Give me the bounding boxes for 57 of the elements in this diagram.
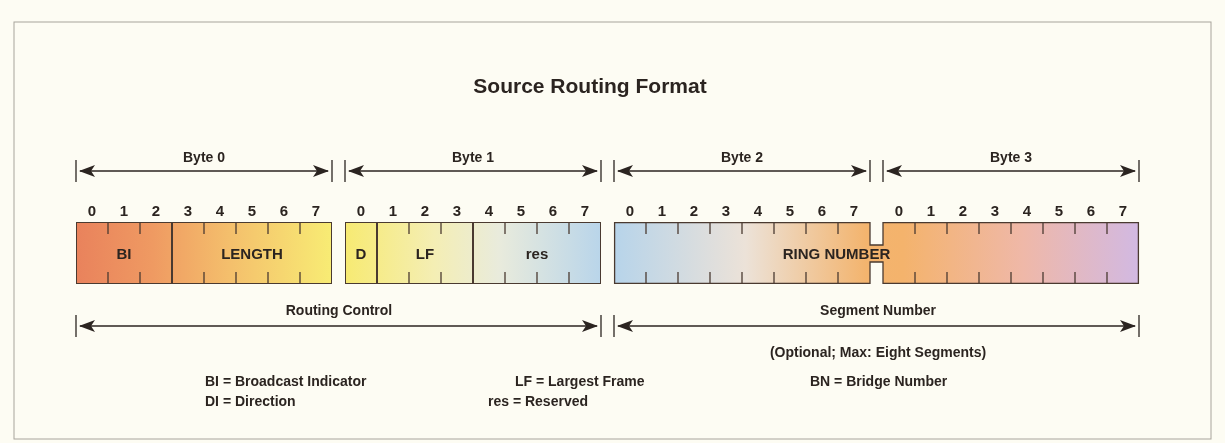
abbreviation-note: res = Reserved (488, 393, 589, 409)
bit-number: 1 (657, 203, 667, 219)
bit-number: 4 (215, 203, 225, 219)
abbreviation-note: DI = Direction (205, 393, 296, 409)
bit-number: 2 (151, 203, 161, 219)
bit-field (377, 222, 473, 284)
bit-number: 0 (87, 203, 97, 219)
bit-number: 1 (926, 203, 936, 219)
abbreviation-note: BI = Broadcast Indicator (205, 373, 367, 389)
bit-number: 5 (1054, 203, 1064, 219)
abbreviation-note: BN = Bridge Number (810, 373, 948, 389)
bit-field (473, 222, 601, 284)
field-name: res (525, 244, 549, 262)
byte-label: Byte 3 (990, 149, 1032, 165)
diagram-title: Source Routing Format (473, 74, 707, 98)
bit-number: 3 (721, 203, 731, 219)
field-name: LENGTH (221, 244, 283, 262)
bit-number: 7 (580, 203, 590, 219)
bit-number: 7 (311, 203, 321, 219)
bit-number: 5 (516, 203, 526, 219)
bit-field (172, 222, 332, 284)
bit-number: 6 (1086, 203, 1096, 219)
bit-number: 1 (388, 203, 398, 219)
bit-number: 3 (452, 203, 462, 219)
bit-number: 6 (548, 203, 558, 219)
bit-number: 3 (183, 203, 193, 219)
bit-number: 0 (356, 203, 366, 219)
field-name: BI (116, 244, 132, 262)
bit-number: 6 (817, 203, 827, 219)
field-group-label: Segment Number (820, 302, 936, 318)
field-group-label: Routing Control (285, 302, 393, 318)
bit-number: 0 (625, 203, 635, 219)
field-name: RING NUMBER (782, 244, 891, 262)
bit-number: 7 (1118, 203, 1128, 219)
bit-number: 4 (1022, 203, 1032, 219)
field-name: D (355, 244, 367, 262)
abbreviation-note: LF = Largest Frame (515, 373, 645, 389)
note: (Optional; Max: Eight Segments) (769, 344, 987, 360)
bit-field (345, 222, 377, 284)
bit-number: 2 (689, 203, 699, 219)
field-name: LF (415, 244, 435, 262)
bit-number: 3 (990, 203, 1000, 219)
bit-number: 2 (420, 203, 430, 219)
bit-number: 4 (484, 203, 494, 219)
bit-number: 2 (958, 203, 968, 219)
bit-number: 0 (894, 203, 904, 219)
bit-field (76, 222, 172, 284)
bit-number: 6 (279, 203, 289, 219)
bit-number: 1 (119, 203, 129, 219)
byte-label: Byte 0 (183, 149, 225, 165)
bit-field (614, 222, 1139, 284)
bit-number: 7 (849, 203, 859, 219)
byte-label: Byte 2 (721, 149, 763, 165)
bit-number: 4 (753, 203, 763, 219)
bit-number: 5 (247, 203, 257, 219)
bit-number: 5 (785, 203, 795, 219)
byte-label: Byte 1 (452, 149, 494, 165)
